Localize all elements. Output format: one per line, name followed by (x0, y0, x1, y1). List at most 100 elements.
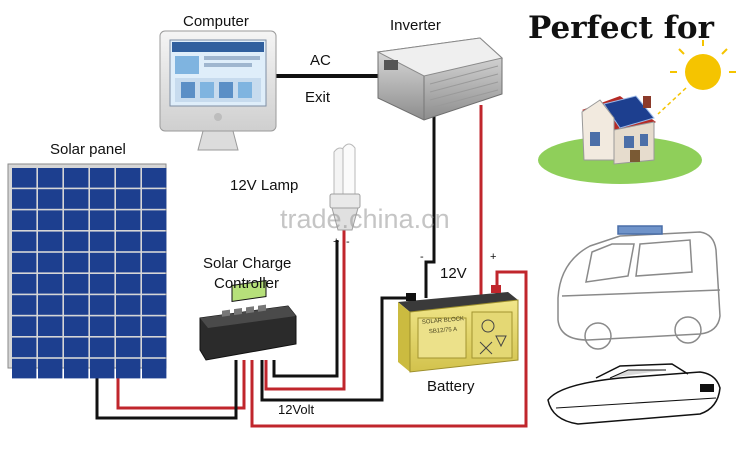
watermark: trade.china.cn (280, 204, 450, 234)
boat-sketch (547, 363, 721, 425)
solar-cell (116, 337, 141, 358)
wire-panel-black (95, 360, 238, 420)
solar-cell (142, 231, 167, 252)
label-exit: Exit (305, 89, 331, 106)
solar-cell (116, 295, 141, 315)
label-ac: AC (310, 52, 331, 69)
battery-positive-terminal (491, 285, 501, 293)
solar-cell (12, 358, 37, 379)
solar-cell (38, 252, 63, 273)
solar-cell (142, 358, 167, 379)
solar-cell (90, 358, 115, 379)
solar-cell (142, 210, 167, 230)
solar-cell (38, 210, 63, 230)
solar-cell (142, 295, 167, 315)
solar-cell (142, 274, 167, 294)
battery-negative-terminal (406, 293, 416, 301)
solar-cell (90, 231, 115, 252)
inverter-box (376, 37, 504, 121)
inverter-plus-sign: + (490, 251, 497, 263)
solar-cell (38, 337, 63, 358)
solar-cell (12, 274, 37, 294)
solar-cell (90, 210, 115, 230)
solar-cell (90, 295, 115, 315)
solar-charge-controller (199, 280, 297, 361)
label-battery-voltage: 12V (440, 265, 467, 282)
battery (398, 285, 519, 373)
solar-cell (64, 337, 89, 358)
solar-cell (90, 168, 115, 188)
solar-cell (12, 231, 37, 252)
cfl-lamp (329, 143, 361, 231)
solar-cell (12, 252, 37, 273)
solar-cell (90, 252, 115, 273)
solar-cell (116, 189, 141, 209)
solar-cell (90, 274, 115, 294)
label-controller-line1: Solar Charge (203, 255, 292, 272)
solar-cell (64, 295, 89, 315)
solar-cell (38, 274, 63, 294)
solar-cell (64, 231, 89, 252)
solar-cell (64, 252, 89, 273)
wire-panel-red (116, 360, 246, 410)
house-illustration (538, 95, 702, 184)
solar-cell (12, 316, 37, 336)
solar-cell (116, 210, 141, 230)
solar-cell (116, 252, 141, 273)
lamp-plus-sign: + (333, 236, 340, 248)
solar-cell (38, 168, 63, 188)
solar-cell (64, 358, 89, 379)
solar-cell (116, 358, 141, 379)
solar-cell (38, 231, 63, 252)
solar-cell (38, 316, 63, 336)
solar-panel (7, 163, 167, 379)
lamp-minus-sign: - (346, 236, 350, 248)
label-controller-line2: Controller (214, 275, 280, 292)
solar-cell (64, 274, 89, 294)
solar-cell (12, 210, 37, 230)
solar-cell (116, 274, 141, 294)
label-computer: Computer (183, 13, 249, 30)
computer-monitor (159, 30, 277, 151)
apple-logo-icon (214, 113, 222, 121)
solar-cell (90, 189, 115, 209)
solar-cell (142, 168, 167, 188)
solar-cell (116, 316, 141, 336)
solar-cell (12, 337, 37, 358)
solar-cell (142, 337, 167, 358)
solar-cell (64, 316, 89, 336)
label-12volt: 12Volt (278, 402, 315, 417)
headline: Perfect for (528, 10, 714, 46)
wire-battery-negative (260, 296, 410, 402)
label-lamp: 12V Lamp (230, 177, 299, 194)
solar-cell (38, 358, 63, 379)
solar-cell (142, 316, 167, 336)
wire-inverter-negative (424, 108, 436, 298)
solar-cell (142, 252, 167, 273)
solar-cell (12, 168, 37, 188)
solar-cell (64, 189, 89, 209)
sun-icon (657, 40, 736, 115)
solar-cell (90, 337, 115, 358)
wire-lamp-red (264, 230, 346, 391)
solar-cell (38, 295, 63, 315)
solar-cell (64, 210, 89, 230)
label-solar-panel: Solar panel (50, 141, 126, 158)
solar-cell (12, 189, 37, 209)
inverter-minus-sign: - (420, 251, 424, 263)
camper-van-sketch (557, 225, 721, 350)
solar-cell (116, 168, 141, 188)
label-inverter: Inverter (390, 17, 441, 34)
solar-cell (64, 168, 89, 188)
solar-cell (38, 189, 63, 209)
lcd-display (231, 280, 267, 302)
solar-cell (142, 189, 167, 209)
wire-battery-positive (250, 270, 528, 428)
solar-cell (116, 231, 141, 252)
label-battery: Battery (427, 378, 475, 395)
solar-cell (90, 316, 115, 336)
solar-cell (12, 295, 37, 315)
wire-lamp-black (272, 240, 339, 378)
